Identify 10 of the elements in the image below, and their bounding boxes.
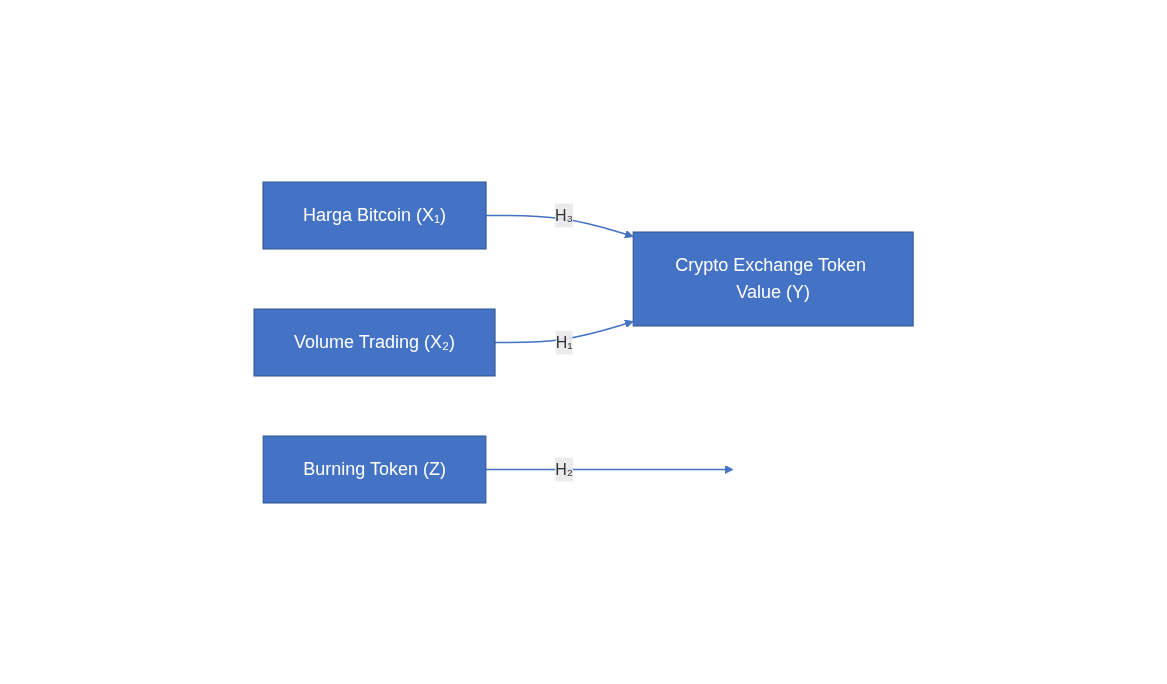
edge-label: H₃ (554, 206, 574, 223)
arrow (485, 214, 634, 238)
node-box: Volume Trading (X₂) (253, 308, 496, 376)
arrow (494, 319, 634, 343)
edge-label: H₁ (555, 333, 573, 350)
arrow (485, 464, 734, 474)
node-box: Burning Token (Z) (262, 435, 487, 503)
edge-label: H₂ (555, 460, 573, 477)
node-box: Crypto Exchange Token Value (Y) (632, 231, 914, 326)
node-box: Harga Bitcoin (X₁) (262, 181, 487, 249)
